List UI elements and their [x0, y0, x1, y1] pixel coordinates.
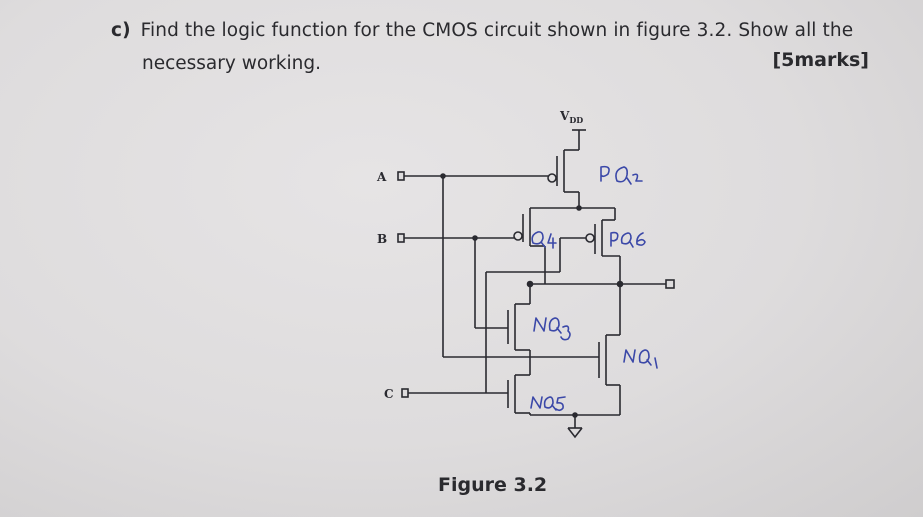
figure-caption: Figure 3.2: [438, 474, 548, 496]
annotation-nq3: [533, 317, 571, 341]
question-label: c): [111, 20, 131, 41]
annotation-nq5: [530, 396, 566, 412]
question-text-line-1: Find the logic function for the CMOS cir…: [140, 20, 854, 41]
vdd-label: VDD: [559, 109, 583, 125]
annotation-q4: [531, 231, 557, 249]
question-line-1: c) Find the logic function for the CMOS c…: [111, 20, 853, 41]
input-c-label: C: [384, 387, 394, 401]
question-text-line-2: necessary working.: [142, 53, 321, 74]
input-a-label: A: [376, 170, 387, 184]
cmos-circuit-figure: VDD A B C Z: [376, 109, 675, 439]
annotation-pq6: [610, 231, 646, 248]
question-marks: [5marks]: [772, 49, 869, 71]
annotation-nq1: [623, 349, 658, 369]
input-b-label: B: [377, 232, 387, 246]
annotation-pq2: [600, 165, 643, 185]
